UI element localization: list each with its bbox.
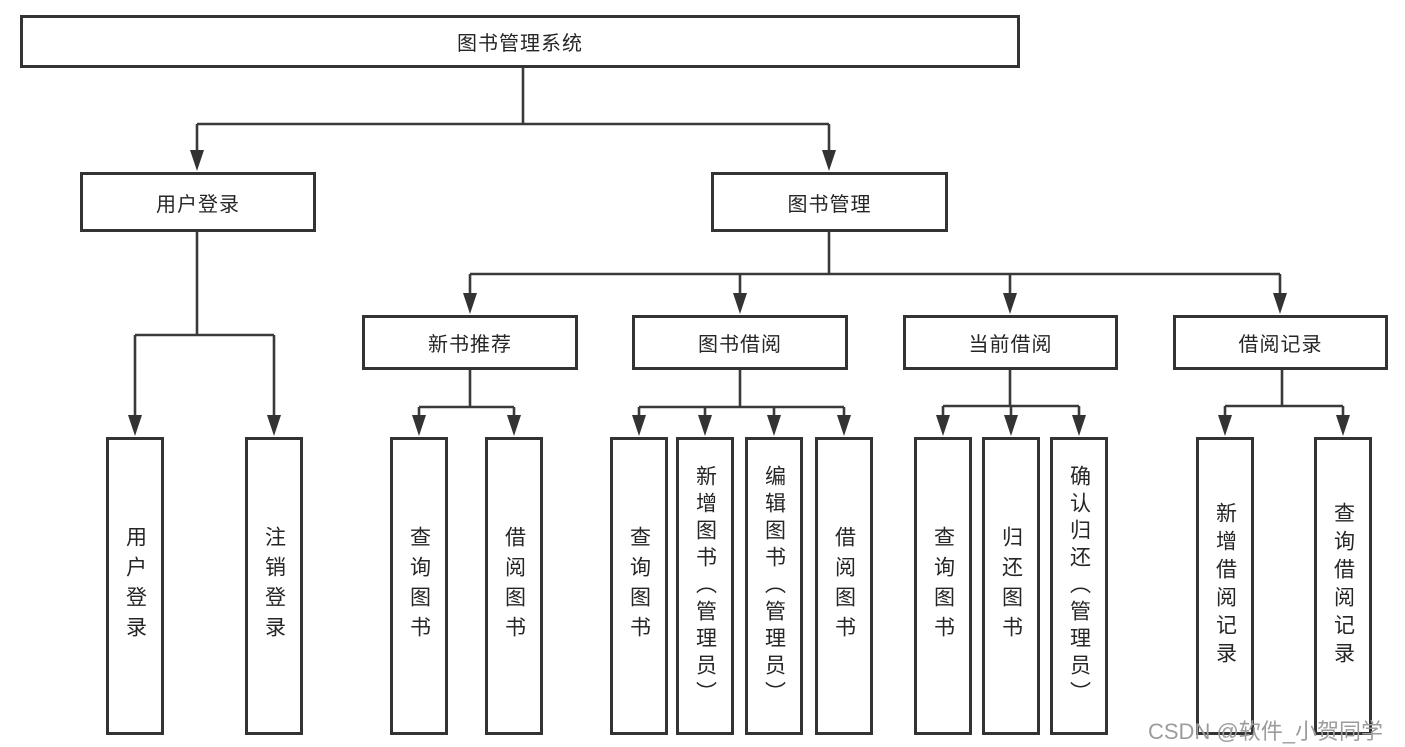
node-borrowing-records: 借阅记录 [1173,315,1388,370]
arrowhead [822,150,836,171]
arrowhead [507,415,521,436]
arrowhead [1336,415,1350,436]
arrowhead [412,415,426,436]
arrowhead [733,293,747,314]
arrowhead [1218,415,1232,436]
arrowhead [1003,293,1017,314]
arrowhead [837,415,851,436]
leaf-edit-books-admin: 编辑图书（管理员） [745,437,803,735]
node-book-borrowing: 图书借阅 [632,315,848,370]
arrowhead [128,415,142,436]
leaf-query-books-borrow: 查询图书 [610,437,668,735]
arrowhead [1273,293,1287,314]
node-book-management: 图书管理 [711,172,948,232]
arrowhead [632,415,646,436]
leaf-logout: 注销登录 [245,437,303,735]
arrowhead [698,415,712,436]
arrowhead [767,415,781,436]
arrowhead [190,150,204,171]
arrowhead [1004,415,1018,436]
csdn-watermark: CSDN @软件_小贺同学 [1148,719,1384,744]
arrowhead [463,293,477,314]
node-new-book-recommend: 新书推荐 [362,315,578,370]
node-root-system: 图书管理系统 [20,15,1020,68]
leaf-add-borrow-record: 新增借阅记录 [1196,437,1254,735]
leaf-borrow-books: 借阅图书 [815,437,873,735]
node-user-login: 用户登录 [80,172,316,232]
arrowhead [1072,415,1086,436]
arrowheads [128,150,1350,436]
leaf-query-books-current: 查询图书 [914,437,972,735]
arrowhead [936,415,950,436]
leaf-confirm-return-admin: 确认归还（管理员） [1050,437,1108,735]
leaf-add-books-admin: 新增图书（管理员） [676,437,734,735]
node-current-borrowing: 当前借阅 [903,315,1118,370]
leaf-borrow-books-newbooks: 借阅图书 [485,437,543,735]
leaf-return-books: 归还图书 [982,437,1040,735]
leaf-user-login: 用户登录 [106,437,164,735]
arrowhead [267,415,281,436]
leaf-query-books-newbooks: 查询图书 [390,437,448,735]
leaf-query-borrow-record: 查询借阅记录 [1314,437,1372,735]
